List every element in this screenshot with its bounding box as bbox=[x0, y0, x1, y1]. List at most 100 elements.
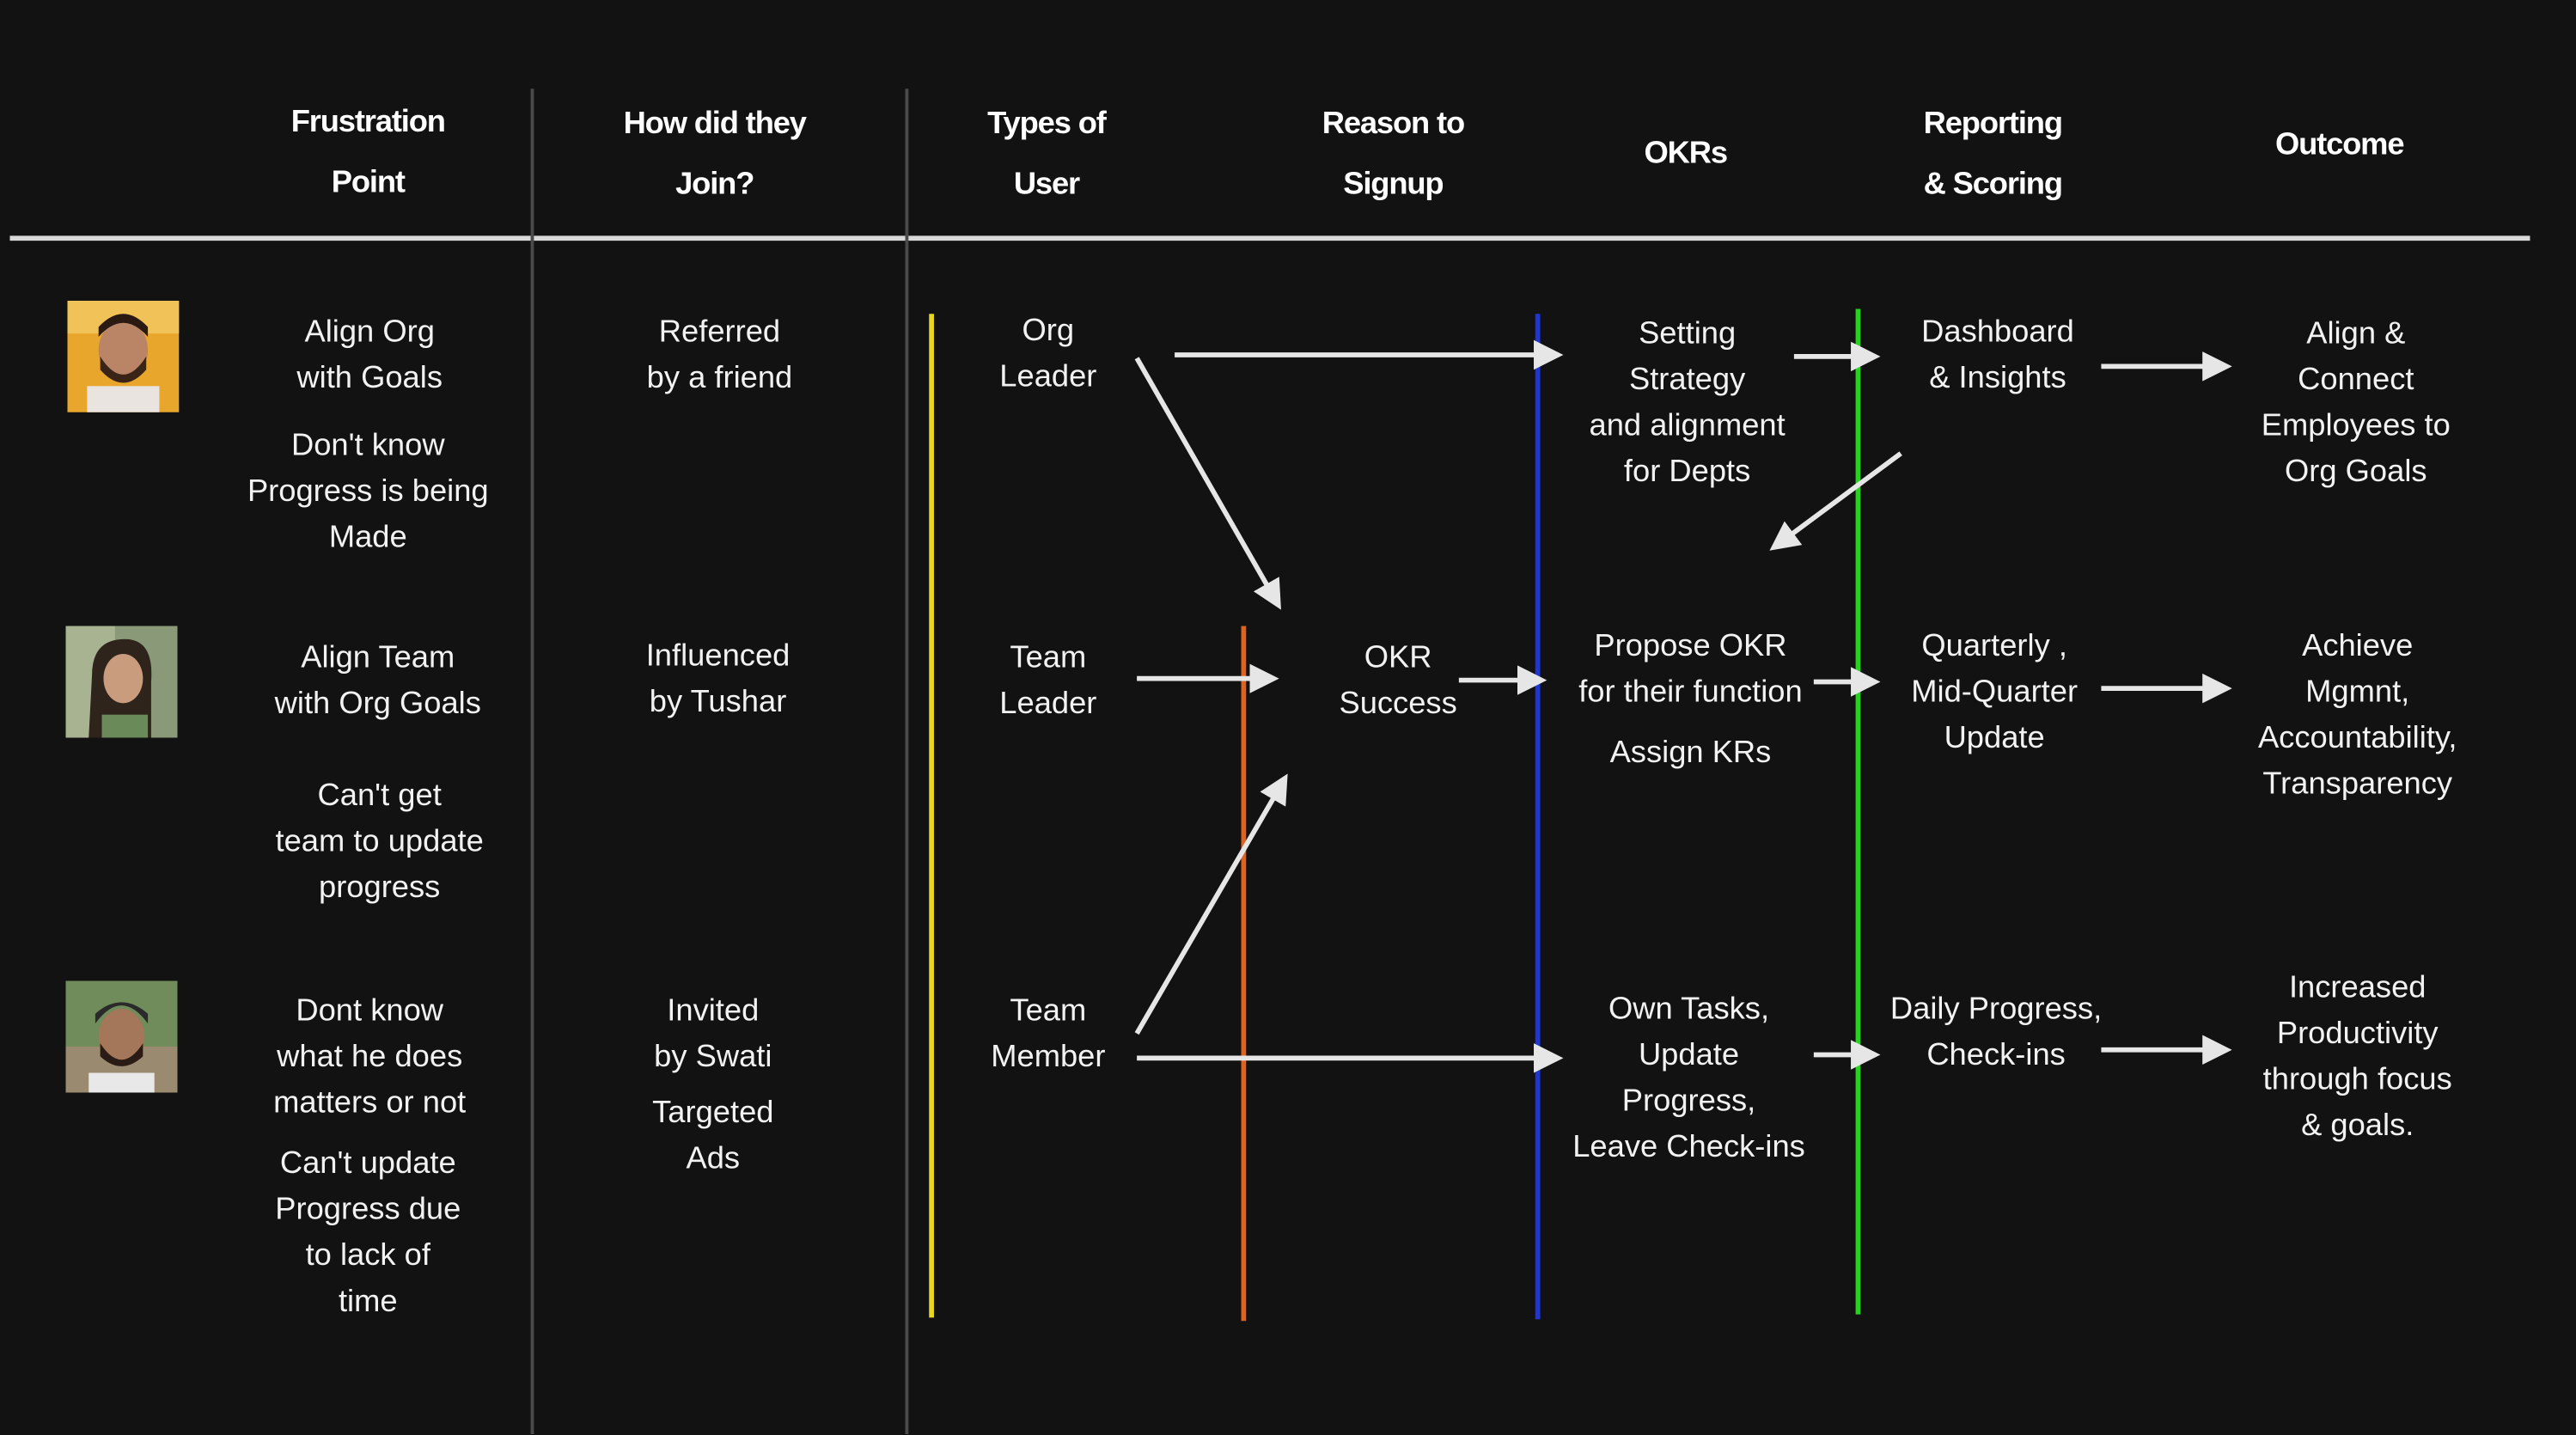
text-line: for Depts bbox=[1623, 455, 1751, 490]
text-line: Leader bbox=[999, 687, 1097, 722]
text-line: Connect bbox=[2298, 363, 2414, 398]
text-line: Daily Progress, bbox=[1889, 992, 2103, 1027]
text-line: Align & bbox=[2306, 317, 2406, 352]
text-line: Increased bbox=[2288, 970, 2426, 1006]
text-line: Made bbox=[328, 521, 407, 556]
header-line: Join? bbox=[675, 168, 754, 203]
text-line: OKR bbox=[1364, 640, 1432, 675]
outcome-row1: Align & Connect Employees to Org Goals bbox=[2262, 312, 2451, 496]
reporting-row2: Quarterly , Mid-Quarter Update bbox=[1911, 625, 2078, 763]
text-line: and alignment bbox=[1589, 409, 1785, 444]
text-line: Accountability, bbox=[2257, 721, 2457, 756]
header-frustration-point: Frustration Point bbox=[290, 92, 446, 213]
outcome-row3: Increased Productivity through focus & g… bbox=[2263, 966, 2452, 1150]
text-line: team to update bbox=[275, 824, 484, 859]
text-line: with Goals bbox=[296, 361, 443, 396]
header-line: Reporting bbox=[1923, 107, 2063, 142]
text-line: Transparency bbox=[2262, 766, 2453, 803]
text-line: Influenced bbox=[645, 638, 791, 674]
text-line: Update bbox=[1944, 721, 2045, 756]
frustration-row3-goal: Dont know what he does matters or not bbox=[273, 989, 466, 1127]
text-line: Leave Check-ins bbox=[1572, 1130, 1805, 1165]
text-line: Team bbox=[1010, 640, 1087, 675]
user-type-team-leader: Team Leader bbox=[999, 636, 1096, 728]
okrs-row1: Setting Strategy and alignment for Depts bbox=[1590, 312, 1785, 496]
join-row3-ads: Targeted Ads bbox=[652, 1091, 773, 1183]
header-how-did-they-join: How did they Join? bbox=[623, 94, 807, 215]
text-line: Productivity bbox=[2276, 1017, 2439, 1052]
text-line: by a friend bbox=[646, 361, 793, 396]
arrow-org-leader-to-okr-success bbox=[1134, 357, 1281, 610]
frustration-row2-goal: Align Team with Org Goals bbox=[275, 636, 481, 728]
text-line: & Insights bbox=[1929, 361, 2066, 396]
text-line: Don't know bbox=[290, 429, 445, 464]
reason-okr-success: OKR Success bbox=[1339, 636, 1456, 728]
header-line: & Scoring bbox=[1923, 168, 2063, 203]
text-line: for their function bbox=[1578, 675, 1803, 710]
okrs-row2-assign: Assign KRs bbox=[1610, 731, 1772, 778]
header-line: Signup bbox=[1343, 168, 1444, 203]
text-line: Leader bbox=[999, 359, 1097, 394]
arrow-team-member-to-okr-success bbox=[1134, 773, 1288, 1035]
avatar-woman bbox=[65, 626, 178, 738]
join-row1: Referred by a friend bbox=[647, 310, 793, 402]
text-line: matters or not bbox=[273, 1085, 467, 1121]
text-line: Dashboard bbox=[1921, 315, 2074, 351]
text-line: Align Team bbox=[301, 640, 455, 675]
text-line: Setting bbox=[1639, 317, 1737, 352]
header-line: How did they bbox=[623, 107, 807, 142]
text-line: Ads bbox=[686, 1141, 741, 1176]
frustration-row1-goal: Align Org with Goals bbox=[296, 310, 443, 402]
text-line: Member bbox=[991, 1040, 1106, 1075]
text-line: Org Goals bbox=[2285, 455, 2427, 490]
header-line: Types of bbox=[987, 107, 1107, 142]
text-line: Achieve bbox=[2302, 629, 2414, 664]
okrs-row2-propose: Propose OKR for their function bbox=[1578, 625, 1803, 717]
text-line: Mgmnt, bbox=[2305, 675, 2410, 710]
text-line: Can't get bbox=[317, 779, 442, 814]
text-line: by Tushar bbox=[649, 685, 787, 720]
join-row2: Influenced by Tushar bbox=[646, 634, 791, 726]
text-line: Propose OKR bbox=[1594, 629, 1787, 664]
text-line: Progress due bbox=[275, 1193, 461, 1228]
header-line: Outcome bbox=[2274, 128, 2405, 163]
join-row3-invited: Invited by Swati bbox=[654, 989, 772, 1081]
header-reason-to-signup: Reason to Signup bbox=[1322, 94, 1465, 215]
arrow-dashboard-to-propose bbox=[1769, 451, 1902, 551]
header-line: Reason to bbox=[1322, 107, 1465, 142]
text-line: by Swati bbox=[654, 1040, 772, 1075]
text-line: Progress, bbox=[1621, 1084, 1756, 1120]
header-reporting-scoring: Reporting & Scoring bbox=[1923, 94, 2063, 215]
header-okrs: OKRs bbox=[1644, 123, 1729, 184]
text-line: Quarterly , bbox=[1921, 629, 2067, 664]
text-line: Progress is being bbox=[247, 474, 489, 510]
text-line: Targeted bbox=[652, 1096, 774, 1131]
outcome-row2: Achieve Mgmnt, Accountability, Transpare… bbox=[2258, 625, 2457, 809]
frustration-row2-pain: Can't get team to update progress bbox=[275, 774, 483, 913]
header-line: Frustration bbox=[290, 105, 446, 140]
text-line: Update bbox=[1638, 1038, 1740, 1073]
text-line: Assign KRs bbox=[1609, 736, 1772, 771]
user-type-org-leader: Org Leader bbox=[999, 308, 1096, 400]
text-line: Success bbox=[1339, 687, 1457, 722]
reporting-row3: Daily Progress, Check-ins bbox=[1890, 987, 2102, 1079]
text-line: Invited bbox=[667, 993, 760, 1029]
header-line: User bbox=[1013, 168, 1080, 203]
header-outcome: Outcome bbox=[2274, 115, 2405, 176]
text-line: & goals. bbox=[2301, 1108, 2414, 1144]
user-type-team-member: Team Member bbox=[991, 989, 1105, 1081]
header-line: OKRs bbox=[1644, 136, 1729, 171]
avatar-man-beard bbox=[67, 300, 180, 412]
text-line: Mid-Quarter bbox=[1911, 675, 2079, 710]
text-line: Check-ins bbox=[1926, 1038, 2066, 1073]
text-line: time bbox=[338, 1285, 398, 1320]
frustration-row3-pain: Can't update Progress due to lack of tim… bbox=[275, 1142, 461, 1326]
text-line: progress bbox=[319, 870, 441, 906]
header-line: Point bbox=[331, 166, 406, 201]
text-line: Team bbox=[1010, 993, 1087, 1029]
text-line: Referred bbox=[658, 315, 781, 351]
reporting-row1: Dashboard & Insights bbox=[1921, 310, 2074, 402]
text-line: Strategy bbox=[1628, 363, 1746, 398]
